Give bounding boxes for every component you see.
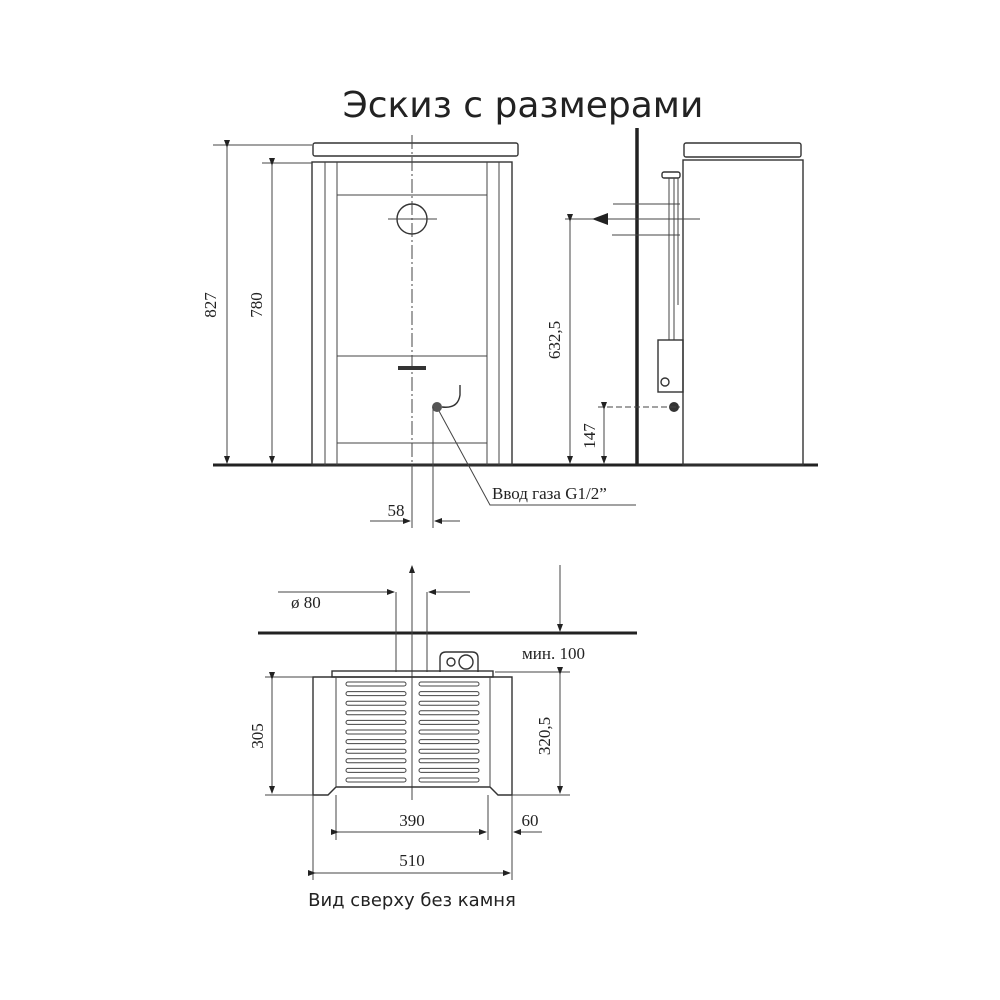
grille-slat xyxy=(345,739,407,745)
grille-slat xyxy=(418,719,480,725)
dim-827: 827 xyxy=(201,292,220,318)
grille-slat xyxy=(345,691,407,697)
grille-slat xyxy=(418,729,480,735)
grille-slat xyxy=(345,719,407,725)
grille-slat xyxy=(418,777,480,783)
grille-slat xyxy=(418,758,480,764)
dim-305: 305 xyxy=(248,723,267,749)
grille-slat xyxy=(345,700,407,706)
grille-slat xyxy=(345,748,407,754)
grille-slat xyxy=(418,681,480,687)
dim-510: 510 xyxy=(399,851,425,870)
gas-inlet xyxy=(432,402,442,412)
grille-slat xyxy=(418,748,480,754)
dim-147: 147 xyxy=(580,423,599,449)
gas-inlet-leader xyxy=(438,410,636,506)
grille-slat xyxy=(345,681,407,687)
grille xyxy=(345,681,480,783)
drawing-title: Эскиз с размерами xyxy=(343,85,704,126)
grille-slat xyxy=(418,700,480,706)
top-view: ø 80 мин. 100 305 320,5 390 60 510 Вид с… xyxy=(248,565,637,911)
grille-slat xyxy=(345,710,407,716)
grille-slat xyxy=(345,777,407,783)
gas-inlet-label: Ввод газа G1/2” xyxy=(492,484,607,503)
top-view-caption: Вид сверху без камня xyxy=(308,890,516,911)
flue-arrow-icon xyxy=(592,213,608,225)
door-handle xyxy=(398,366,426,370)
dim-780: 780 xyxy=(247,292,266,318)
dim-632-5: 632,5 xyxy=(545,321,564,359)
grille-slat xyxy=(418,691,480,697)
dim-60: 60 xyxy=(522,811,539,830)
stone-tray xyxy=(312,142,519,157)
control-box xyxy=(439,651,479,672)
grille-slat xyxy=(418,739,480,745)
gas-valve xyxy=(657,339,684,393)
grille-slat xyxy=(418,710,480,716)
grille-slat xyxy=(345,729,407,735)
grille-slat xyxy=(418,767,480,773)
heater-side xyxy=(682,159,804,466)
dim-min-100: мин. 100 xyxy=(522,644,585,663)
dim-320-5: 320,5 xyxy=(535,717,554,755)
dim-390: 390 xyxy=(399,811,425,830)
grille-slat xyxy=(345,767,407,773)
grille-slat xyxy=(345,758,407,764)
dim-58: 58 xyxy=(388,501,405,520)
front-view: 827 780 58 Ввод газа G1/2” xyxy=(201,135,818,528)
side-view: 632,5 147 xyxy=(545,128,804,466)
dim-flue-diameter: ø 80 xyxy=(291,593,321,612)
